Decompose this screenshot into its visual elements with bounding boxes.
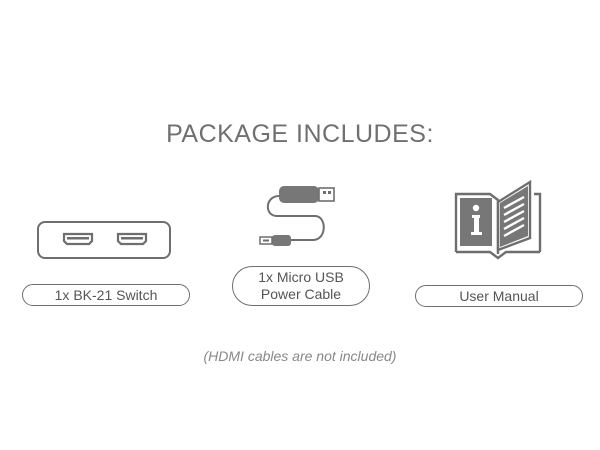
user-manual-label-text: User Manual	[459, 287, 539, 304]
usb-cable-label-line1: 1x Micro USB	[258, 269, 344, 285]
package-title: PACKAGE INCLUDES:	[166, 120, 434, 148]
hdmi-cables-note: (HDMI cables are not included)	[203, 348, 397, 364]
switch-device-icon	[37, 221, 171, 259]
usb-cable-label: 1x Micro USB Power Cable	[232, 266, 370, 306]
user-manual-icon	[454, 179, 542, 260]
hdmi-port-icon	[116, 232, 148, 246]
hdmi-port-icon	[62, 232, 94, 246]
switch-label: 1x BK-21 Switch	[22, 284, 190, 306]
usb-cable-label-line2: Power Cable	[260, 286, 342, 302]
user-manual-label: User Manual	[415, 285, 583, 307]
usb-cable-icon	[259, 186, 335, 246]
switch-label-text: 1x BK-21 Switch	[54, 286, 158, 303]
